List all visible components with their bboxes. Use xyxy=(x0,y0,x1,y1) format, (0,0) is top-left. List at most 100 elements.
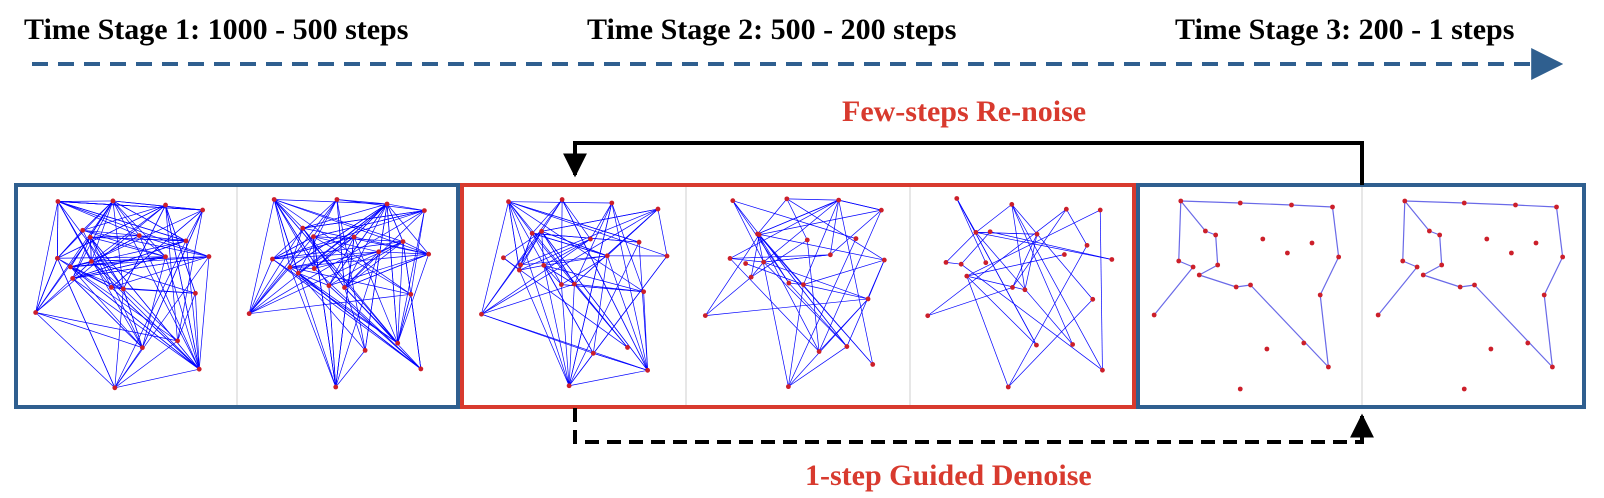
graph-node xyxy=(973,229,979,235)
graph-edge xyxy=(313,210,425,237)
graph-edge xyxy=(561,199,563,285)
graph-edge xyxy=(763,261,848,347)
graph-edge xyxy=(975,204,1013,233)
graph-node xyxy=(384,201,390,207)
graph-edge xyxy=(1250,284,1329,368)
graph-node xyxy=(1260,236,1266,242)
graph-edge xyxy=(750,239,808,278)
graph-edge xyxy=(758,234,874,365)
graph-node xyxy=(87,234,93,240)
graph-edge xyxy=(757,199,839,235)
graph-edge xyxy=(335,236,355,388)
graph-edge xyxy=(112,200,203,211)
graph-edge xyxy=(313,236,379,253)
graph-edge xyxy=(57,201,140,236)
graph-edge xyxy=(90,236,187,242)
graph-edge xyxy=(402,241,412,295)
graph-edge xyxy=(1011,204,1073,345)
graph-edge xyxy=(72,278,143,348)
graph-edge xyxy=(730,254,831,259)
graph-edge xyxy=(335,350,366,388)
graph-edge xyxy=(112,200,187,242)
graph-edge xyxy=(336,199,425,211)
graph-edge xyxy=(273,199,330,286)
graph-node xyxy=(559,282,564,287)
graph-edge xyxy=(57,204,166,259)
graph-node xyxy=(743,261,749,266)
graph-edge xyxy=(111,209,203,288)
graph-node xyxy=(326,283,332,289)
graph-edge xyxy=(806,239,820,352)
graph-node xyxy=(1400,258,1406,264)
graph-node xyxy=(200,207,206,213)
graph-edge xyxy=(313,203,388,269)
graph-edge xyxy=(541,231,575,285)
graph-edge xyxy=(1178,200,1182,262)
graph-edge xyxy=(289,266,315,269)
renoise-label: Few-steps Re-noise xyxy=(842,95,1087,128)
graph-edge xyxy=(786,198,839,201)
graph-node xyxy=(421,208,427,213)
graph-edge xyxy=(302,203,388,229)
graph-edge xyxy=(975,232,1112,260)
graph-edge xyxy=(1331,206,1340,258)
graph-edge xyxy=(593,352,648,371)
graph-panel xyxy=(479,197,670,389)
graph-node xyxy=(1461,386,1467,392)
graph-node xyxy=(1285,250,1290,256)
graph-edge xyxy=(298,272,398,344)
graph-edge xyxy=(57,201,143,348)
graph-edge xyxy=(289,253,429,268)
stage-3-label: Time Stage 3: 200 - 1 steps xyxy=(1175,13,1515,46)
graph-edge xyxy=(1066,209,1088,246)
graph-node xyxy=(1097,207,1103,213)
graph-edge xyxy=(1215,234,1219,266)
graph-edge xyxy=(314,251,379,269)
graph-edge xyxy=(272,210,425,260)
graph-node xyxy=(163,254,168,260)
graph-edge xyxy=(1439,234,1443,266)
graph-edge xyxy=(508,201,628,348)
graph-edge xyxy=(302,227,429,255)
graph-edge xyxy=(273,199,299,274)
graph-edge xyxy=(1423,274,1461,288)
graph-edge xyxy=(786,198,885,261)
graph-edge xyxy=(289,267,337,388)
graph-edge xyxy=(289,266,411,295)
graph-edge xyxy=(91,204,166,262)
graph-edge xyxy=(531,199,563,234)
graph-node xyxy=(89,259,94,264)
graph-edge xyxy=(757,233,789,387)
graph-node xyxy=(311,234,316,240)
stage-3-box xyxy=(1136,183,1586,409)
graph-node xyxy=(1437,232,1443,238)
stage-2-label: Time Stage 2: 500 - 200 steps xyxy=(587,13,957,46)
graph-node xyxy=(1248,282,1253,288)
graph-edge xyxy=(1180,200,1241,204)
graph-edge xyxy=(1422,264,1442,276)
graph-node xyxy=(1009,201,1015,207)
graph-node xyxy=(1484,236,1490,242)
graph-edge xyxy=(745,263,804,285)
graph-edge xyxy=(195,293,200,370)
graph-panel xyxy=(925,196,1115,390)
graph-node xyxy=(1100,367,1105,373)
graph-edge xyxy=(1460,284,1475,288)
graph-edge xyxy=(1402,260,1418,268)
graph-edge xyxy=(966,254,1065,277)
graph-node xyxy=(786,280,792,286)
graph-node xyxy=(559,197,565,202)
graph-edge xyxy=(397,210,425,344)
graph-edge xyxy=(561,199,648,371)
graph-edge xyxy=(297,199,338,274)
graph-edge xyxy=(90,236,166,258)
graph-node xyxy=(1402,198,1408,204)
graph-edge xyxy=(111,256,210,288)
graph-node xyxy=(761,259,767,265)
graph-edge xyxy=(960,231,991,265)
graph-edge xyxy=(344,287,398,344)
graph-edge xyxy=(410,294,422,369)
graph-edge xyxy=(838,199,882,211)
graph-edge xyxy=(788,346,848,387)
